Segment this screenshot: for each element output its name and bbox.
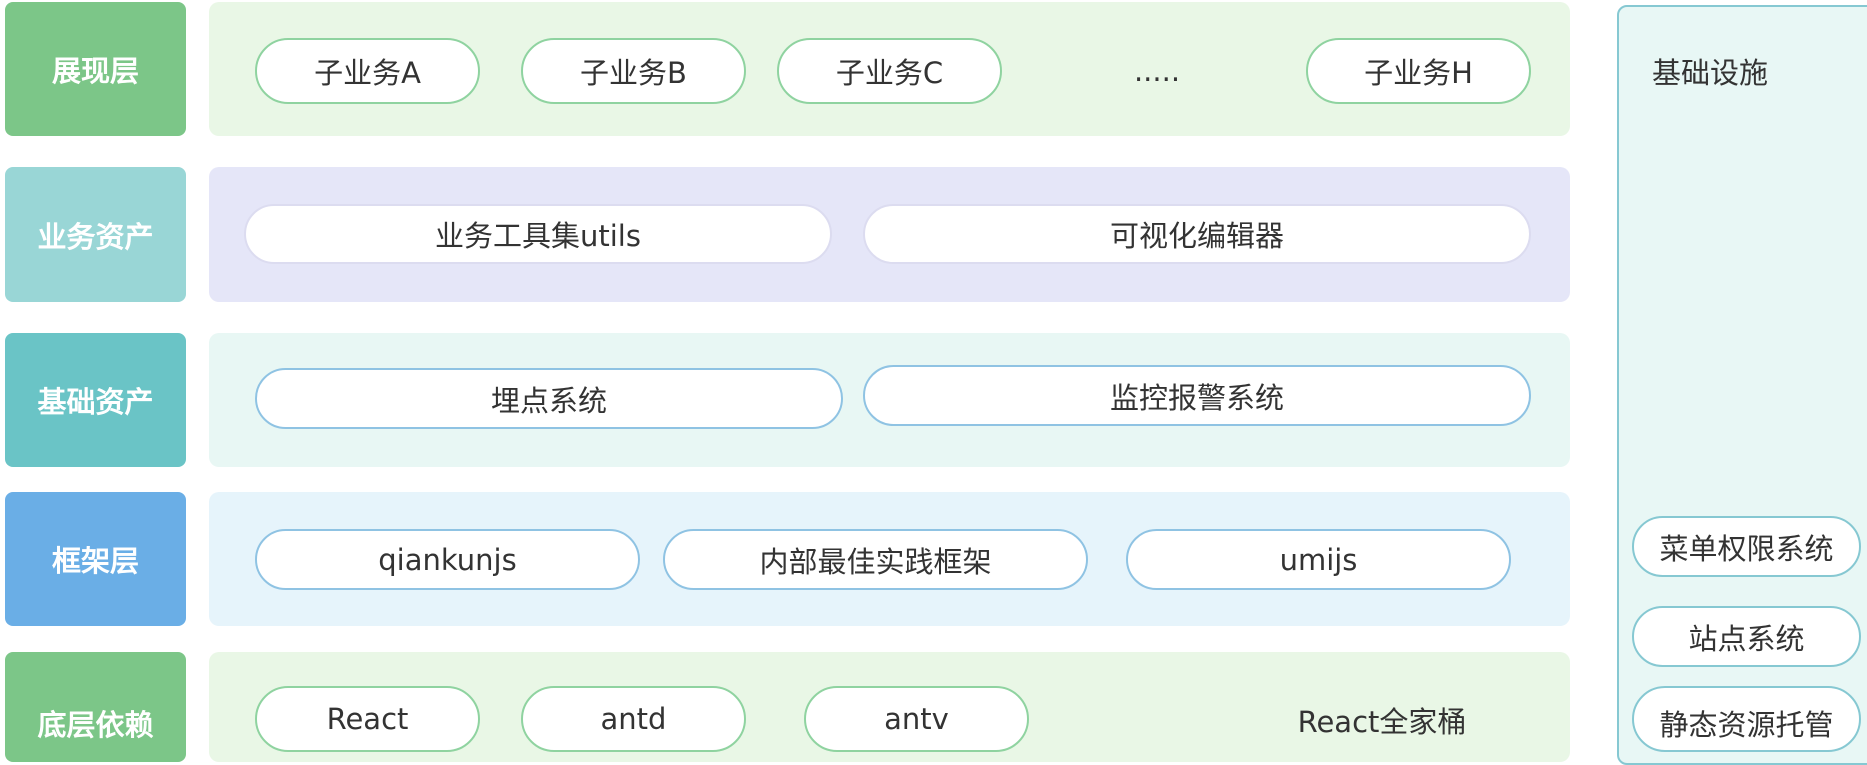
ellipsis-text: ..... (1133, 54, 1181, 88)
node-monitoring-alert-system: 监控报警系统 (863, 365, 1531, 426)
layer-label-business-assets: 业务资产 (5, 167, 186, 302)
node-umijs: umijs (1126, 529, 1511, 590)
react-family-text: React全家桶 (1297, 705, 1467, 739)
layer-label-presentation: 展现层 (5, 2, 186, 136)
node-static-resource-hosting: 静态资源托管 (1632, 686, 1861, 752)
node-qiankunjs: qiankunjs (255, 529, 640, 590)
node-tracking-system: 埋点系统 (255, 368, 843, 429)
node-sub-business-b: 子业务B (521, 38, 746, 104)
node-site-system: 站点系统 (1632, 606, 1861, 667)
layer-label-base-assets: 基础资产 (5, 333, 186, 467)
layer-label-framework: 框架层 (5, 492, 186, 626)
node-internal-framework: 内部最佳实践框架 (663, 529, 1088, 590)
infrastructure-title: 基础设施 (1652, 56, 1769, 90)
node-visual-editor: 可视化编辑器 (863, 204, 1531, 264)
node-sub-business-h: 子业务H (1306, 38, 1531, 104)
node-antv: antv (804, 686, 1029, 752)
layer-label-dependencies: 底层依赖 (5, 652, 186, 762)
node-menu-permission-system: 菜单权限系统 (1632, 516, 1861, 577)
node-sub-business-c: 子业务C (777, 38, 1002, 104)
node-sub-business-a: 子业务A (255, 38, 480, 104)
node-antd: antd (521, 686, 746, 752)
node-react: React (255, 686, 480, 752)
node-business-utils: 业务工具集utils (244, 204, 832, 264)
